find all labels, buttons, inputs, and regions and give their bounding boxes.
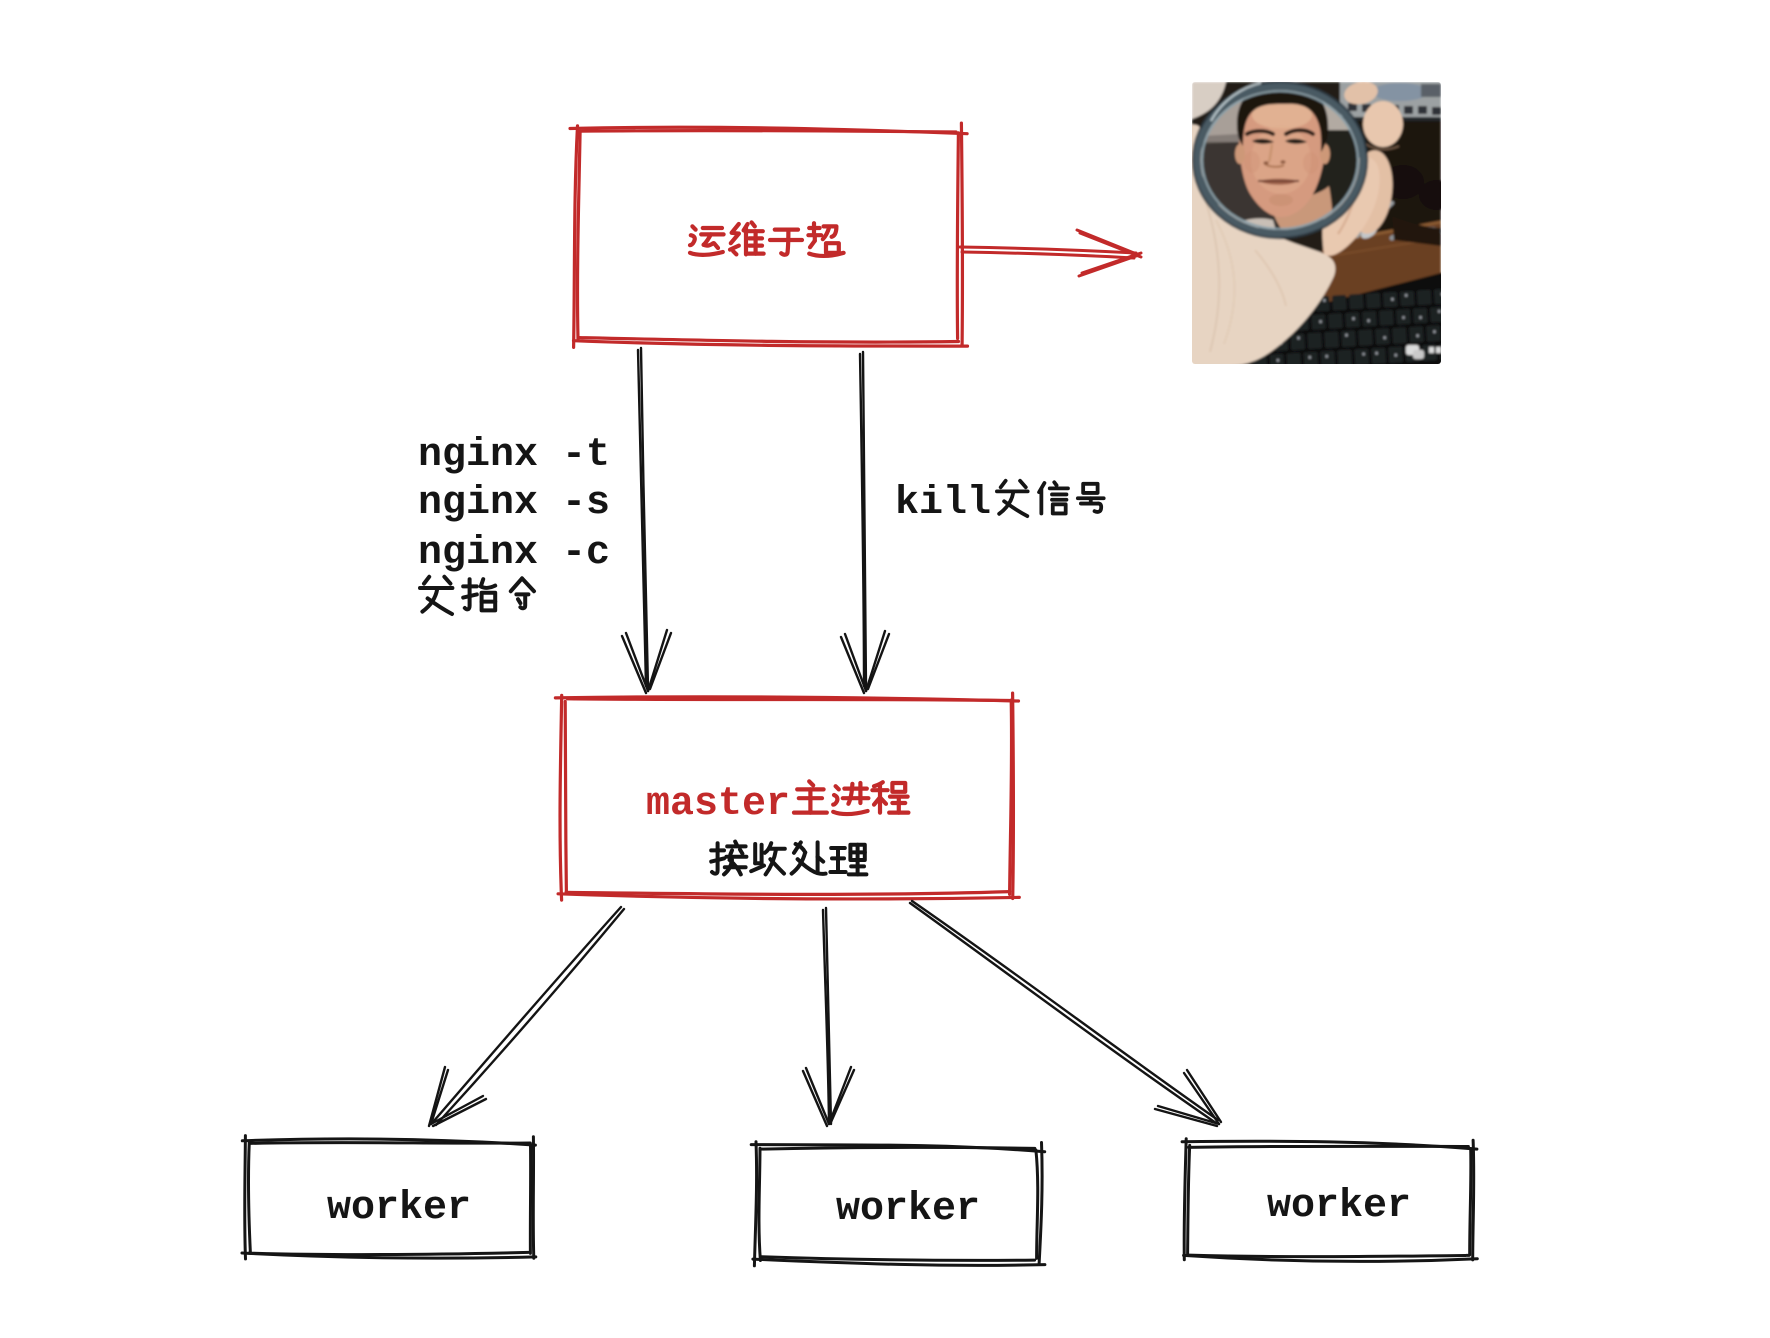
svg-text:worker: worker [327, 1186, 471, 1231]
svg-text:worker: worker [836, 1187, 980, 1232]
svg-text:kill: kill [895, 481, 991, 526]
svg-text:nginx -s: nginx -s [418, 481, 610, 526]
svg-text:worker: worker [1267, 1184, 1411, 1229]
svg-text:nginx -t: nginx -t [418, 433, 610, 478]
svg-text:master: master [646, 782, 790, 827]
svg-text:nginx -c: nginx -c [418, 531, 610, 576]
